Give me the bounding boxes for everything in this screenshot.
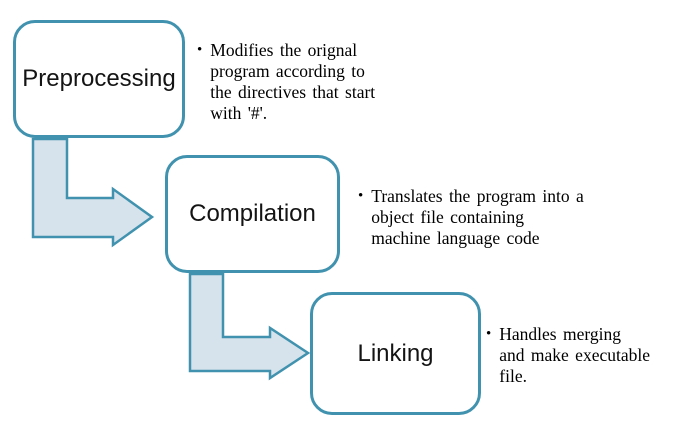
description-text-compilation: Translates the program into a object fil… <box>371 186 584 248</box>
bent-arrow-compilation-to-linking-icon <box>188 272 311 381</box>
step-label-compilation: Compilation <box>189 200 316 227</box>
step-box-preprocessing: Preprocessing <box>13 20 185 138</box>
description-compilation: • Translates the program into a object f… <box>358 186 618 249</box>
description-linking: • Handles merging and make executable fi… <box>486 324 676 387</box>
step-label-linking: Linking <box>357 339 434 367</box>
step-label-preprocessing: Preprocessing <box>22 65 176 92</box>
description-text-preprocessing: Modifies the orignal program according t… <box>210 40 376 123</box>
step-box-linking: Linking <box>310 292 481 415</box>
description-text-linking: Handles merging and make executable file… <box>499 324 650 386</box>
description-preprocessing: • Modifies the orignal program according… <box>197 40 407 124</box>
step-box-compilation: Compilation <box>165 155 340 273</box>
bullet-icon: • <box>486 326 492 342</box>
bent-arrow-preprocessing-to-compilation-icon <box>31 137 155 248</box>
bullet-icon: • <box>358 188 364 204</box>
bullet-icon: • <box>197 42 203 58</box>
